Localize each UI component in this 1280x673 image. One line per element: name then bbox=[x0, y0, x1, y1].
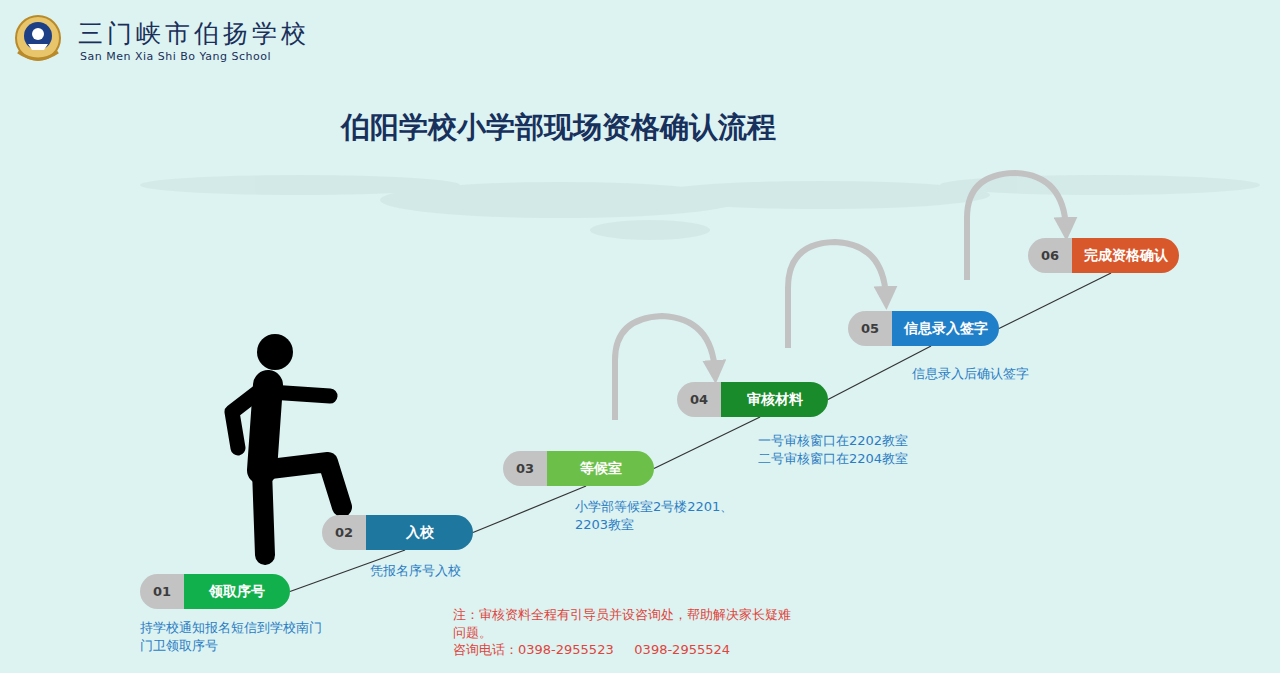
step-pill: 04审核材料 bbox=[677, 382, 828, 417]
step-description: 二号审核窗口在2204教室 bbox=[758, 450, 908, 468]
step-label: 领取序号 bbox=[184, 574, 290, 609]
step-pill: 05信息录入签字 bbox=[848, 311, 999, 346]
step-description: 小学部等候室2号楼2201、2203教室 bbox=[575, 498, 743, 534]
step-connector bbox=[473, 486, 586, 533]
step-number: 06 bbox=[1028, 238, 1072, 273]
step-connector bbox=[999, 273, 1111, 329]
step-label: 等候室 bbox=[547, 451, 654, 486]
step-pill: 03等候室 bbox=[503, 451, 654, 486]
step-description: 一号审核窗口在2202教室 bbox=[758, 432, 908, 450]
step-number: 01 bbox=[140, 574, 184, 609]
curved-arrow bbox=[615, 173, 1066, 420]
note-text: 注：审核资料全程有引导员并设咨询处，帮助解决家长疑难问题。 bbox=[453, 606, 793, 642]
step-number: 04 bbox=[677, 382, 721, 417]
step-label: 信息录入签字 bbox=[892, 311, 999, 346]
step-description: 信息录入后确认签字 bbox=[912, 365, 1029, 383]
step-pill: 01领取序号 bbox=[140, 574, 290, 609]
note-text: 咨询电话：0398-2955523 0398-2955524 bbox=[453, 641, 730, 659]
step-number: 02 bbox=[322, 515, 366, 550]
school-logo bbox=[16, 16, 60, 60]
step-connector bbox=[654, 417, 760, 469]
world-map bbox=[140, 175, 1260, 240]
step-label: 完成资格确认 bbox=[1072, 238, 1179, 273]
step-label: 入校 bbox=[366, 515, 473, 550]
diagram-title: 伯阳学校小学部现场资格确认流程 bbox=[341, 108, 776, 148]
step-label: 审核材料 bbox=[721, 382, 828, 417]
step-description: 凭报名序号入校 bbox=[370, 562, 461, 580]
step-description: 持学校通知报名短信到学校南门门卫领取序号 bbox=[140, 619, 330, 655]
step-pill: 02入校 bbox=[322, 515, 473, 550]
step-pill: 06完成资格确认 bbox=[1028, 238, 1179, 273]
step-number: 03 bbox=[503, 451, 547, 486]
school-name: San Men Xia Shi Bo Yang School bbox=[80, 49, 271, 64]
school-name: 三门峡市伯扬学校 bbox=[78, 16, 310, 51]
step-number: 05 bbox=[848, 311, 892, 346]
